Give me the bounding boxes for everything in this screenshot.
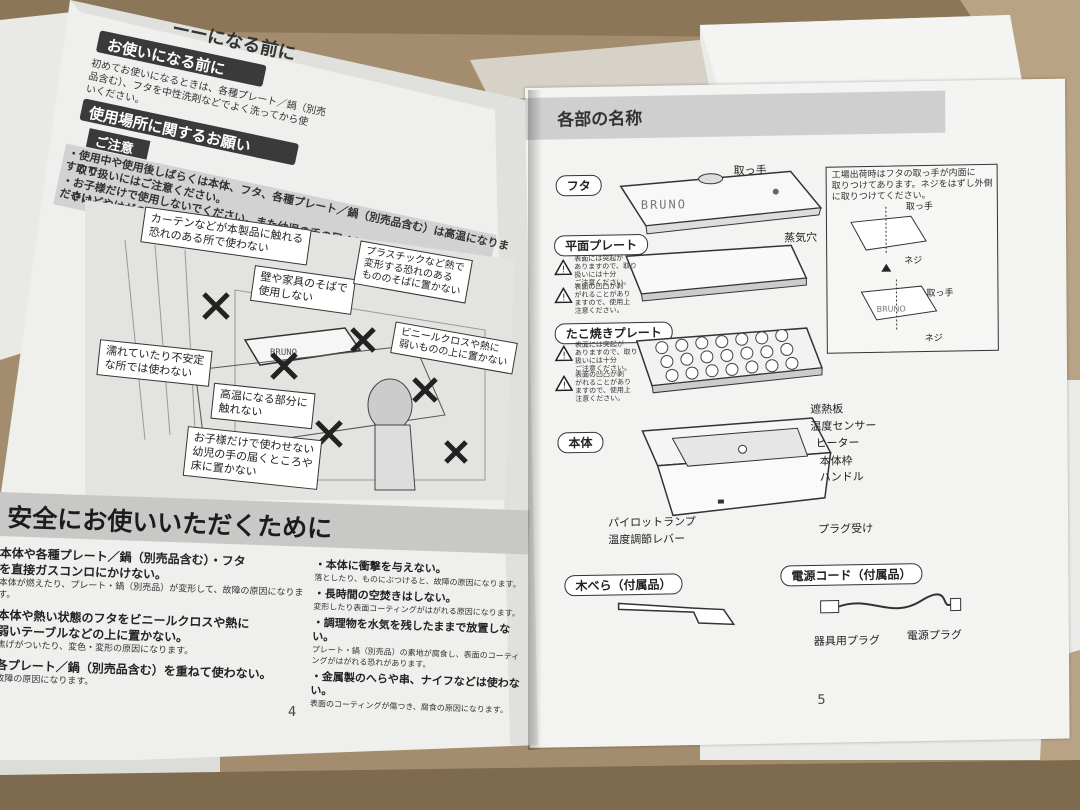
svg-text:BRUNO: BRUNO [270, 348, 297, 358]
body-part-shield: 遮熱板 [810, 402, 844, 417]
body-part-frame: 本体枠 [819, 454, 853, 468]
flat-plate-warning-2: 表面の凹凸が剥 がれることがあり ますので、使用上 注意ください。 [574, 282, 631, 316]
warning-icon: ! [554, 345, 573, 361]
appliance-plug-label: 器具用プラグ [813, 633, 880, 648]
power-plug-label: 電源プラグ [906, 628, 962, 643]
left-page: ーーになる前に お使いになる前に 初めてお使いになるときは、各種プレート／鍋（別… [0, 0, 550, 760]
takoyaki-warning-2: 表面の凹凸が剥 がれることがあり ますので、使用上 注意ください。 [574, 370, 632, 404]
spatula-illustration [617, 602, 736, 626]
plug-socket-label: プラグ受け [818, 521, 874, 536]
safety-column-2: ・本体に衝撃を与えない。 落としたり、ものにぶつけると、故障の原因になります。 … [310, 558, 530, 716]
body-tag: 本体 [557, 431, 604, 454]
cord-illustration [820, 593, 962, 614]
spine-shadow [528, 90, 542, 750]
svg-text:!: ! [563, 381, 567, 391]
body-part-handle: ハンドル [819, 470, 864, 484]
takoyaki-plate-illustration [635, 327, 824, 394]
right-page-title: 各部の名称 [557, 108, 643, 131]
body-illustration [641, 417, 832, 517]
flat-plate-illustration [625, 244, 808, 302]
screw-b-label: ネジ [924, 333, 943, 345]
lid-tag: フタ [555, 174, 602, 197]
temp-lever-label: 温度調節レバー [608, 532, 686, 547]
screw-a-label: ネジ [904, 256, 923, 267]
warning-icon: ! [554, 287, 573, 303]
takoyaki-warning-1: 表面には突起が ありますので、取り 扱いには十分 ご注意ください。 [574, 340, 638, 374]
handle-a-label: 取っ手 [905, 201, 933, 213]
svg-text:!: ! [562, 293, 566, 303]
right-page-number: 5 [817, 692, 826, 708]
cord-tag: 電源コード（付属品） [780, 563, 923, 587]
cross-mark-icon [350, 327, 376, 353]
handle-note-illustration: BRUNO [850, 206, 938, 332]
pilot-lamp-label: パイロットランプ [608, 515, 696, 530]
body-part-heater: ヒーター [815, 436, 860, 450]
lid-handle-label: 取っ手 [733, 163, 767, 178]
svg-text:BRUNO: BRUNO [877, 304, 906, 314]
lid-illustration [619, 170, 823, 235]
lid-brand: BRUNO [640, 197, 688, 212]
warning-icon: ! [554, 259, 573, 275]
svg-text:!: ! [562, 265, 566, 275]
body-part-sensor: 温度センサー [810, 418, 877, 434]
safety-column-1: 本体や各種プレート／鍋（別売品含む）・フタ を直接ガスコンロにかけない。 本体が… [0, 545, 310, 696]
right-page: 各部の名称 フタ BRUNO 取っ手 蒸気穴 工場出荷時はフタの取っ手が内面に … [525, 78, 1080, 758]
cross-mark-icon [202, 292, 230, 320]
cross-mark-icon [270, 352, 298, 380]
cross-mark-icon [444, 440, 468, 464]
warning-icon: ! [555, 375, 574, 391]
svg-text:!: ! [562, 351, 566, 361]
handle-b-label: 取っ手 [926, 288, 954, 299]
left-page-number: 4 [288, 705, 297, 720]
cross-mark-icon [412, 377, 438, 403]
